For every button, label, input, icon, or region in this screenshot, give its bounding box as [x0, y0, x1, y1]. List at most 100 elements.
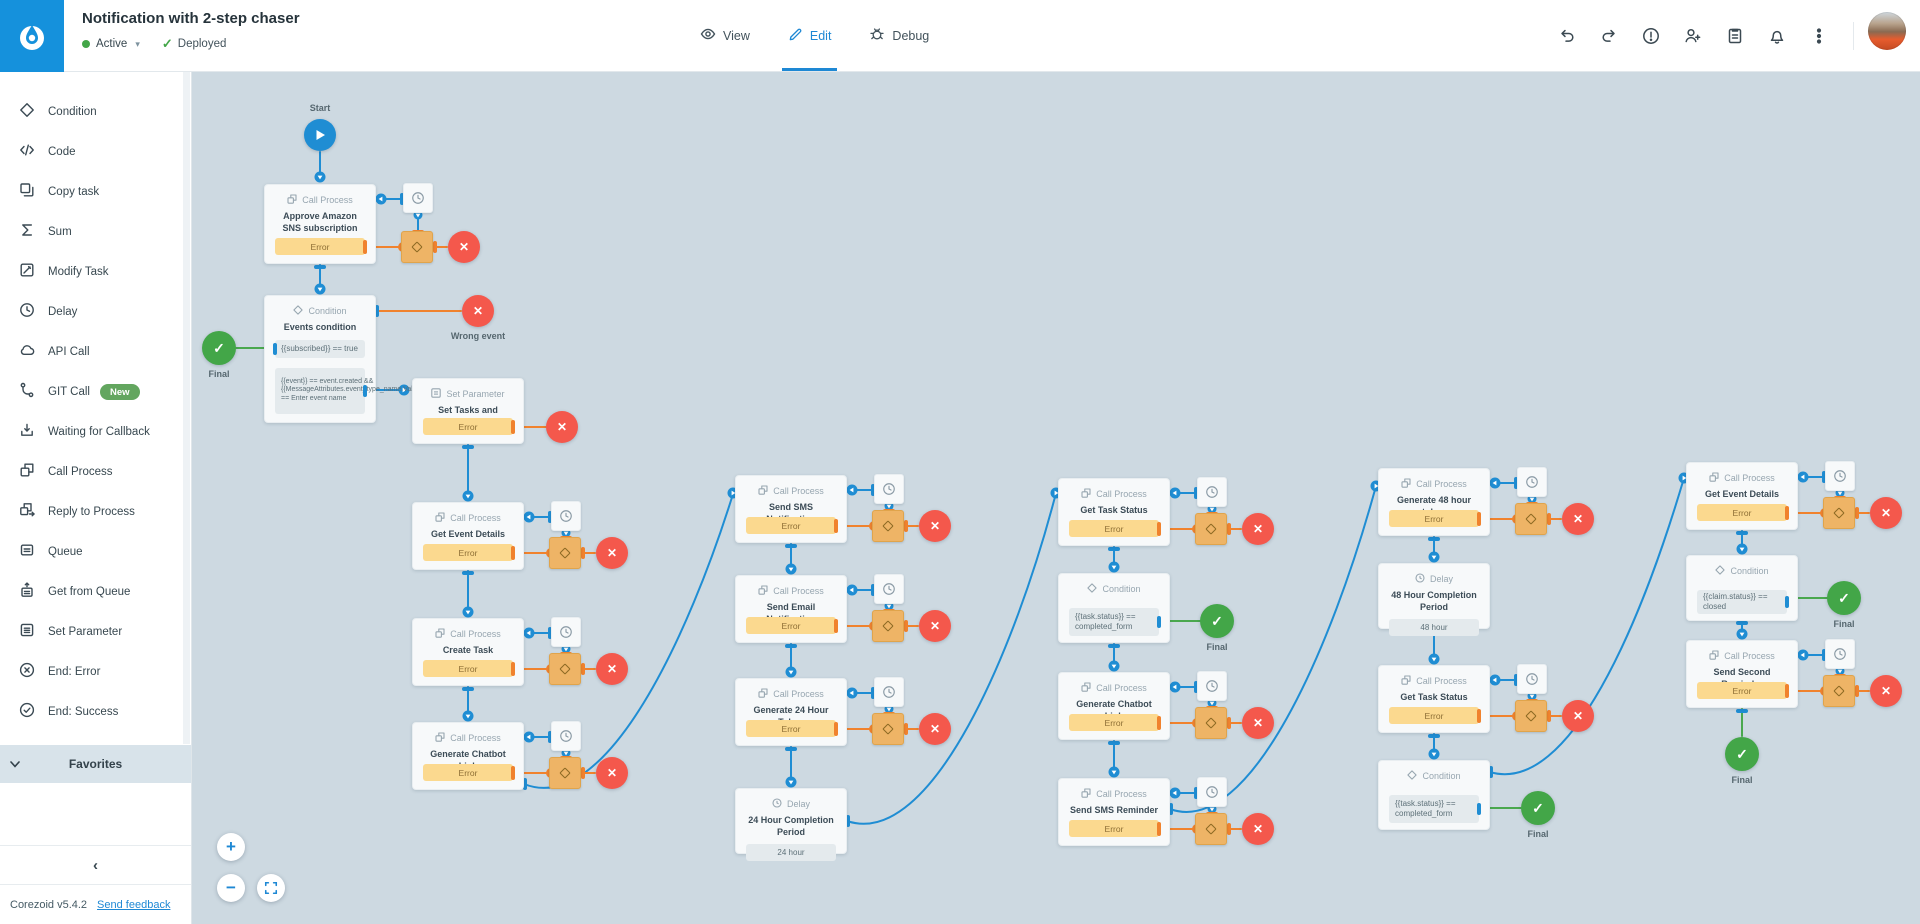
error-condition-node[interactable] — [549, 537, 581, 569]
corezoid-logo[interactable] — [0, 0, 64, 72]
sidebar-item-reply-to-process[interactable]: Reply to Process — [0, 492, 191, 532]
condition-expression[interactable]: {{task.status}} == completed_form — [1069, 608, 1161, 636]
error-exit-bar[interactable]: Error — [1069, 714, 1161, 731]
end-error-node[interactable]: ✕ — [919, 713, 951, 745]
error-exit-bar[interactable]: Error — [746, 617, 838, 634]
error-condition-node[interactable] — [1823, 497, 1855, 529]
end-error-node[interactable]: ✕ — [546, 411, 578, 443]
status-label[interactable]: Active — [96, 38, 128, 50]
end-error-node[interactable]: ✕ — [1242, 513, 1274, 545]
timer-node[interactable] — [1825, 639, 1855, 669]
timer-node[interactable] — [1197, 477, 1227, 507]
error-exit-bar[interactable]: Error — [1389, 707, 1481, 724]
timer-node[interactable] — [1517, 467, 1547, 497]
timer-node[interactable] — [1197, 777, 1227, 807]
node-e4[interactable]: Condition{{task.status}} == completed_fo… — [1378, 760, 1490, 830]
node-d2[interactable]: Condition{{task.status}} == completed_fo… — [1058, 573, 1170, 643]
chevron-down-icon[interactable]: ▾ — [135, 38, 140, 49]
condition-expression[interactable]: {{event}} == event.created && {{MessageA… — [275, 367, 425, 414]
condition-expression[interactable]: {{claim.status}} == closed — [1697, 590, 1789, 614]
sidebar-item-sum[interactable]: Sum — [0, 212, 191, 252]
send-feedback-link[interactable]: Send feedback — [97, 898, 171, 911]
end-error-node[interactable]: ✕ — [1870, 497, 1902, 529]
end-error-node[interactable]: ✕ — [1870, 675, 1902, 707]
timer-node[interactable] — [1197, 671, 1227, 701]
error-condition-node[interactable] — [1515, 700, 1547, 732]
timer-node[interactable] — [874, 677, 904, 707]
avatar[interactable] — [1868, 12, 1906, 50]
end-success-node[interactable]: ✓ — [1200, 604, 1234, 638]
fit-screen-button[interactable] — [257, 874, 285, 902]
end-error-node[interactable]: ✕ — [596, 757, 628, 789]
end-error-node[interactable]: ✕ — [1242, 813, 1274, 845]
error-condition-node[interactable] — [401, 231, 433, 263]
error-exit-bar[interactable]: Error — [423, 544, 515, 561]
sidebar-item-get-from-queue[interactable]: Get from Queue — [0, 572, 191, 612]
end-error-node[interactable]: ✕ — [596, 537, 628, 569]
error-condition-node[interactable] — [549, 653, 581, 685]
error-condition-node[interactable] — [872, 610, 904, 642]
end-error-node[interactable]: ✕ — [462, 295, 494, 327]
error-exit-bar[interactable]: Error — [275, 238, 367, 255]
timer-node[interactable] — [1517, 664, 1547, 694]
error-condition-node[interactable] — [1195, 813, 1227, 845]
condition-expression[interactable]: {{task.status}} == completed_form — [1389, 795, 1481, 823]
sidebar-item-set-parameter[interactable]: Set Parameter — [0, 612, 191, 652]
error-exit-bar[interactable]: Error — [1069, 520, 1161, 537]
timer-node[interactable] — [874, 574, 904, 604]
end-error-node[interactable]: ✕ — [919, 610, 951, 642]
error-exit-bar[interactable]: Error — [423, 660, 515, 677]
sidebar-item-end-success[interactable]: End: Success — [0, 692, 191, 732]
notifications-button[interactable] — [1766, 25, 1788, 47]
sidebar-item-delay[interactable]: Delay — [0, 292, 191, 332]
end-error-node[interactable]: ✕ — [919, 510, 951, 542]
sidebar-item-waiting-for-callback[interactable]: Waiting for Callback — [0, 412, 191, 452]
favorites-section-header[interactable]: Favorites — [0, 745, 191, 783]
error-condition-node[interactable] — [1823, 675, 1855, 707]
condition-expression[interactable]: 24 hour — [746, 844, 836, 862]
error-exit-bar[interactable]: Error — [1697, 504, 1789, 521]
undo-button[interactable] — [1556, 25, 1578, 47]
error-exit-bar[interactable]: Error — [1389, 510, 1481, 527]
end-success-node[interactable]: ✓ — [1725, 737, 1759, 771]
sidebar-item-code[interactable]: Code — [0, 132, 191, 172]
timer-node[interactable] — [551, 617, 581, 647]
zoom-in-button[interactable]: + — [217, 833, 245, 861]
end-error-node[interactable]: ✕ — [448, 231, 480, 263]
report-button[interactable] — [1724, 25, 1746, 47]
error-exit-bar[interactable]: Error — [746, 517, 838, 534]
sidebar-item-queue[interactable]: Queue — [0, 532, 191, 572]
end-error-node[interactable]: ✕ — [596, 653, 628, 685]
sidebar-item-call-process[interactable]: Call Process — [0, 452, 191, 492]
error-condition-node[interactable] — [872, 510, 904, 542]
sidebar-item-end-error[interactable]: End: Error — [0, 652, 191, 692]
end-error-node[interactable]: ✕ — [1562, 700, 1594, 732]
error-condition-node[interactable] — [1195, 707, 1227, 739]
tab-debug[interactable]: Debug — [869, 0, 929, 71]
timer-node[interactable] — [551, 501, 581, 531]
timer-node[interactable] — [551, 721, 581, 751]
timer-node[interactable] — [403, 183, 433, 213]
redo-button[interactable] — [1598, 25, 1620, 47]
info-button[interactable] — [1640, 25, 1662, 47]
sidebar-scrollbar[interactable] — [183, 72, 190, 744]
sidebar-item-condition[interactable]: Condition — [0, 92, 191, 132]
tab-view[interactable]: View — [700, 0, 750, 71]
collapse-sidebar-button[interactable]: ‹ — [0, 845, 191, 884]
error-exit-bar[interactable]: Error — [423, 418, 515, 435]
sidebar-item-modify-task[interactable]: Modify Task — [0, 252, 191, 292]
